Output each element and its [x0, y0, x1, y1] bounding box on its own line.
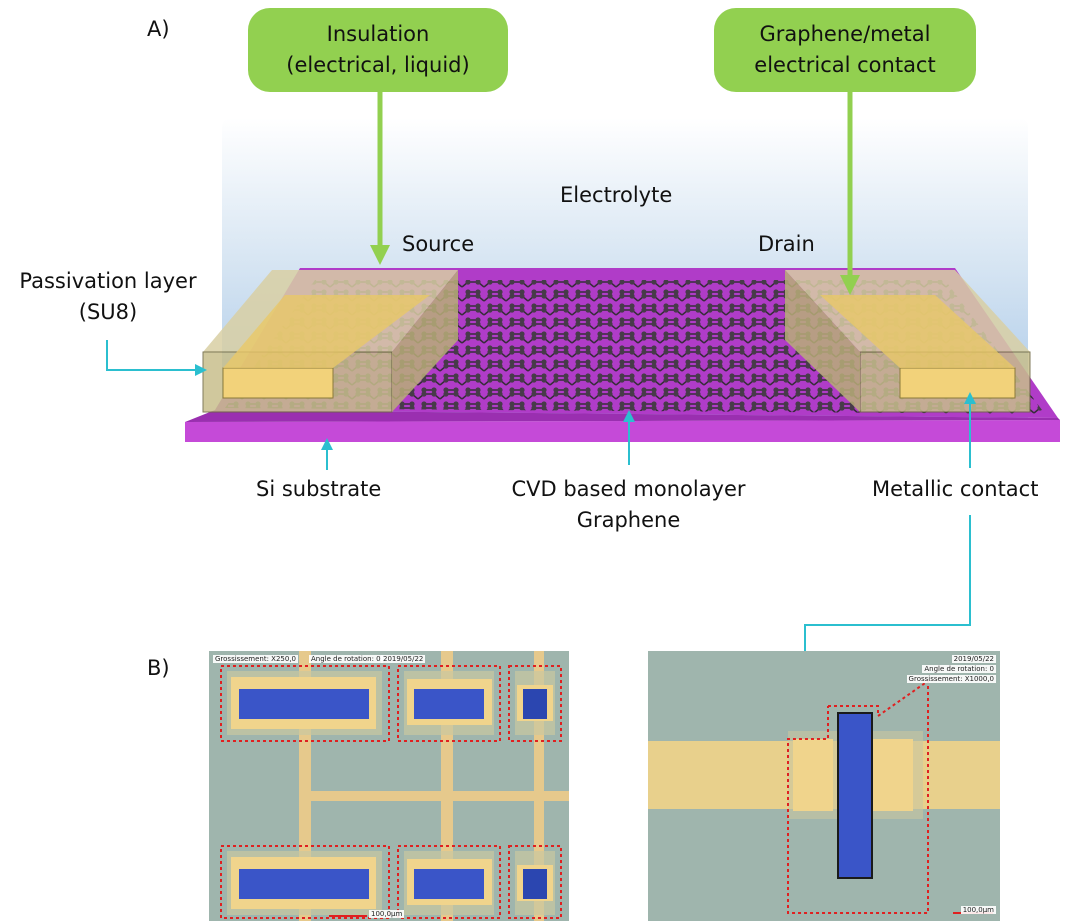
- passivation-pointer: [106, 340, 195, 371]
- right-gold-contact-top: [820, 295, 1015, 368]
- passivation-label-line1: Passivation layer: [19, 269, 197, 293]
- electrolyte-label: Electrolyte: [560, 183, 673, 207]
- right-date: 2019/05/22: [951, 655, 996, 663]
- left-rotation: Angle de rotation: 0: [309, 655, 383, 663]
- right-passivation-side: [785, 270, 860, 412]
- insulation-arrow-head: [370, 245, 390, 265]
- panel-a-label: A): [147, 17, 170, 41]
- micrograph-left: Grossissement: X250,0 Angle de rotation:…: [209, 651, 569, 921]
- si-substrate-label: Si substrate: [256, 477, 382, 501]
- passivation-label-line2: (SU8): [78, 300, 138, 324]
- outline-device-2: [397, 665, 501, 742]
- metallic-contact-label: Metallic contact: [872, 477, 1039, 501]
- left-scale: 100,0µm: [369, 910, 405, 918]
- graphene-label-line2: Graphene: [576, 508, 681, 532]
- contact-arrow-head: [840, 275, 860, 295]
- left-gold-contact: [222, 367, 334, 399]
- outline-device-1: [220, 665, 390, 742]
- outline-device-5: [397, 845, 501, 919]
- source-label: Source: [402, 232, 475, 256]
- outline-device-3: [508, 665, 562, 742]
- right-rotation: Angle de rotation: 0: [922, 665, 996, 673]
- left-date: 2019/05/22: [381, 655, 426, 663]
- left-gold-contact-top: [223, 295, 430, 368]
- right-gold-contact: [899, 367, 1016, 399]
- substrate-front: [185, 420, 1060, 442]
- drain-label: Drain: [758, 232, 815, 256]
- contact-callout-line1: Graphene/metal: [759, 22, 931, 46]
- micrograph-right: 2019/05/22 Angle de rotation: 0 Grossiss…: [648, 651, 1000, 921]
- passivation-label: Passivation layer (SU8): [8, 266, 208, 328]
- contact-callout-line2: electrical contact: [754, 53, 936, 77]
- panel-b-label: B): [147, 656, 170, 680]
- outline-device-6: [508, 845, 562, 919]
- left-passivation-side: [392, 270, 458, 412]
- right-scale: 100,0µm: [960, 906, 996, 914]
- graphene-label-line1: CVD based monolayer: [511, 477, 746, 501]
- insulation-callout-line1: Insulation: [326, 22, 430, 46]
- left-magnification: Grossissement: X250,0: [213, 655, 298, 663]
- right-magnification: Grossissement: X1000,0: [906, 675, 996, 683]
- contact-callout: Graphene/metal electrical contact: [714, 8, 976, 92]
- insulation-callout-line2: (electrical, liquid): [286, 53, 470, 77]
- graphene-label: CVD based monolayer Graphene: [496, 474, 761, 536]
- substrate-top-strip: [185, 410, 1060, 422]
- insulation-callout: Insulation (electrical, liquid): [248, 8, 508, 92]
- outline-device-4: [220, 845, 390, 919]
